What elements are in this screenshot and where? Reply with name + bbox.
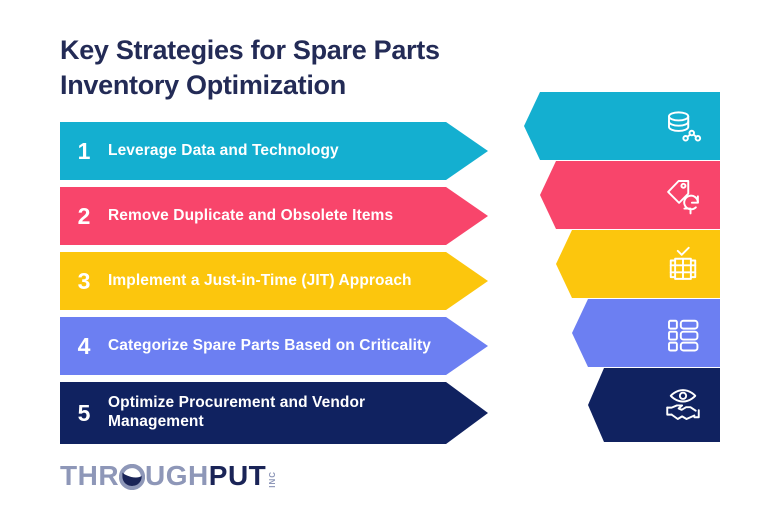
step-label-5-line-1: Optimize Procurement and Vendor [108, 394, 366, 412]
step-label-3: Implement a Just-in-Time (JIT) Approach [108, 271, 412, 289]
strategy-step-1: 1 Leverage Data and Technology [60, 122, 488, 180]
icon-funnel [524, 92, 720, 454]
page-title-line-1: Key Strategies for Spare Parts [60, 35, 440, 65]
step-number-5: 5 [77, 399, 91, 426]
arrow-shape-4 [60, 317, 488, 375]
arrow-shape-2 [60, 187, 488, 245]
arrow-shape-5 [60, 382, 488, 444]
funnel-shape-5 [588, 368, 720, 442]
arrow-shape-3 [60, 252, 488, 310]
strategy-step-5: 5 Optimize Procurement and Vendor Manage… [60, 382, 488, 444]
funnel-band-4 [524, 299, 720, 367]
category-list-icon [662, 312, 704, 354]
step-number-1: 1 [77, 137, 91, 164]
funnel-band-1 [524, 92, 720, 160]
logo-suffix-inc: INC [268, 471, 278, 488]
step-label-2: Remove Duplicate and Obsolete Items [108, 206, 394, 224]
funnel-shape-1 [524, 92, 720, 160]
tag-refresh-icon [662, 174, 704, 216]
globe-icon [118, 463, 146, 491]
strategy-step-2: 2 Remove Duplicate and Obsolete Items [60, 187, 488, 245]
step-label-1: Leverage Data and Technology [108, 141, 339, 159]
eye-handshake-icon [662, 384, 704, 426]
database-network-icon [662, 105, 704, 147]
funnel-band-2 [524, 161, 720, 229]
page-title: Key Strategies for Spare Parts Inventory… [60, 33, 530, 102]
step-label-4: Categorize Spare Parts Based on Critical… [108, 336, 432, 354]
strategy-step-list: 1 Leverage Data and Technology 2 Remove … [60, 122, 488, 451]
step-number-2: 2 [77, 202, 91, 229]
brand-logo: THR UGH PUT INC [60, 460, 278, 491]
strategy-step-3: 3 Implement a Just-in-Time (JIT) Approac… [60, 252, 488, 310]
step-number-3: 3 [77, 267, 91, 294]
funnel-shape-2 [540, 161, 720, 229]
warehouse-check-icon [662, 243, 704, 285]
funnel-shape-3 [556, 230, 720, 298]
logo-text-part-1: THR [60, 460, 120, 491]
step-label-5: Optimize Procurement and Vendor Manageme… [108, 394, 411, 432]
strategy-step-4: 4 Categorize Spare Parts Based on Critic… [60, 317, 488, 375]
page-title-line-2: Inventory Optimization [60, 69, 346, 100]
logo-text-part-2: UGH [145, 460, 209, 491]
funnel-band-3 [524, 230, 720, 298]
arrow-shape-1 [60, 122, 488, 180]
step-number-4: 4 [77, 332, 91, 359]
logo-text-part-3: PUT [208, 460, 267, 491]
step-label-5-line-2: Management [108, 413, 204, 430]
funnel-band-5 [524, 368, 720, 442]
